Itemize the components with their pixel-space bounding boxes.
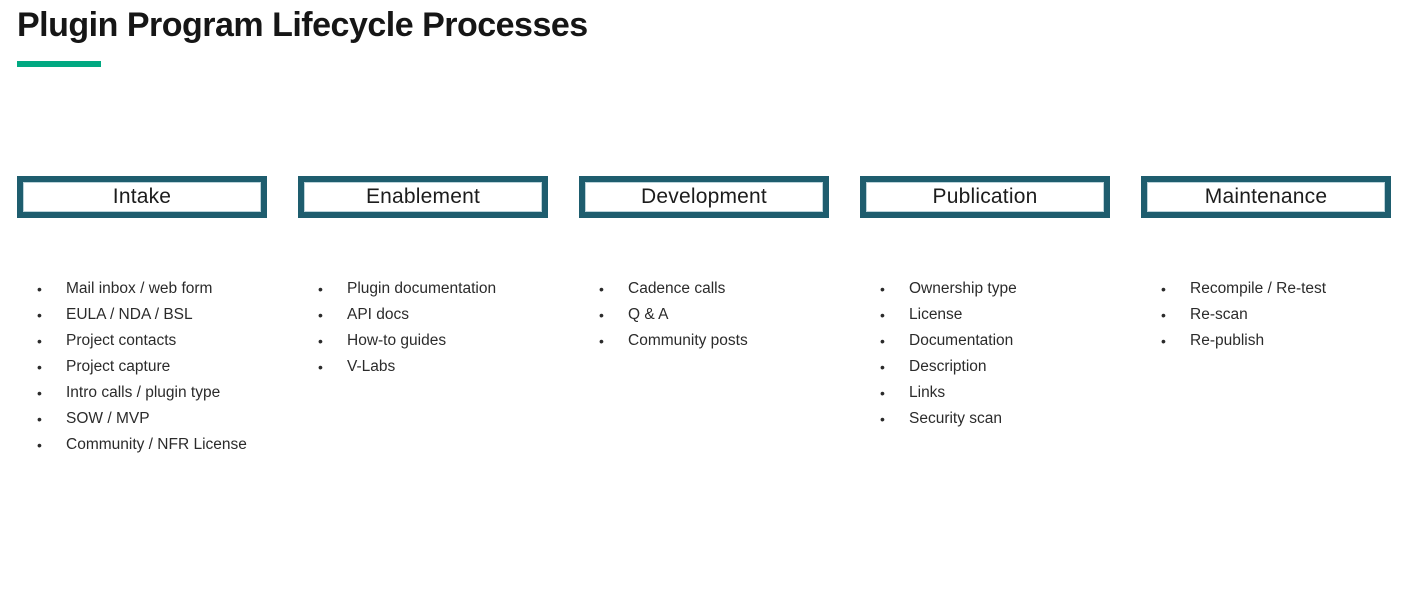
bullet-icon: •: [880, 333, 885, 349]
list-item-label: Community posts: [628, 332, 748, 349]
list-item-label: EULA / NDA / BSL: [66, 306, 193, 323]
list-item: • Re-publish: [1141, 328, 1391, 354]
list-item: • How-to guides: [298, 328, 548, 354]
list-item-label: Documentation: [909, 332, 1014, 349]
list-item: • Links: [860, 380, 1110, 406]
bullet-icon: •: [1161, 307, 1166, 323]
list-item-label: Re-scan: [1190, 306, 1248, 323]
list-item: • Plugin documentation: [298, 276, 548, 302]
list-item-label: Plugin documentation: [347, 280, 497, 297]
bullet-icon: •: [37, 411, 42, 427]
stage-label: Development: [641, 185, 767, 208]
list-item-label: Community / NFR License: [66, 436, 247, 453]
bullet-icon: •: [880, 411, 885, 427]
list-item: • Description: [860, 354, 1110, 380]
list-item: • Cadence calls: [579, 276, 829, 302]
list-item: • Recompile / Re-test: [1141, 276, 1391, 302]
list-item-label: Security scan: [909, 410, 1003, 427]
stage-label: Enablement: [365, 185, 481, 208]
list-item-label: API docs: [347, 306, 410, 323]
list-item-label: Project capture: [66, 358, 171, 375]
process-list-development: • Cadence calls • Q & A • Community posts: [579, 276, 829, 354]
list-item: • License: [860, 302, 1110, 328]
list-item-label: Links: [909, 384, 946, 401]
bullet-icon: •: [37, 359, 42, 375]
stage-box-development: Development: [579, 176, 829, 218]
list-item-label: SOW / MVP: [66, 410, 150, 427]
bullet-icon: •: [599, 281, 604, 297]
bullet-icon: •: [318, 359, 323, 375]
list-item-label: V-Labs: [347, 358, 396, 375]
process-list-enablement: • Plugin documentation • API docs • How-to gu…: [298, 276, 548, 380]
column-intake: Intake • Mail inbox / web form • EULA / NDA…: [17, 176, 267, 458]
bullet-icon: •: [37, 281, 42, 297]
list-item-label: Cadence calls: [628, 280, 726, 297]
list-item: • SOW / MVP: [17, 406, 267, 432]
list-item: • Project contacts: [17, 328, 267, 354]
column-publication: Publication • Ownership type • License • Docu…: [860, 176, 1110, 458]
list-item: • Project capture: [17, 354, 267, 380]
list-item-label: Project contacts: [66, 332, 177, 349]
list-item: • API docs: [298, 302, 548, 328]
bullet-icon: •: [1161, 281, 1166, 297]
stage-box-intake: Intake: [17, 176, 267, 218]
page-title: Plugin Program Lifecycle Processes: [17, 6, 588, 44]
column-enablement: Enablement • Plugin documentation • API doc…: [298, 176, 548, 458]
title-accent-rule: [17, 61, 101, 67]
stage-label: Maintenance: [1204, 185, 1328, 208]
bullet-icon: •: [37, 437, 42, 453]
bullet-icon: •: [318, 307, 323, 323]
list-item: • Ownership type: [860, 276, 1110, 302]
list-item-label: Intro calls / plugin type: [66, 384, 221, 401]
list-item-label: Mail inbox / web form: [66, 280, 213, 297]
lifecycle-columns: Intake • Mail inbox / web form • EULA / NDA…: [17, 176, 1391, 458]
bullet-icon: •: [318, 281, 323, 297]
bullet-icon: •: [37, 385, 42, 401]
list-item-label: Ownership type: [909, 280, 1017, 297]
stage-box-enablement: Enablement: [298, 176, 548, 218]
list-item: • Q & A: [579, 302, 829, 328]
list-item: • Intro calls / plugin type: [17, 380, 267, 406]
list-item: • Security scan: [860, 406, 1110, 432]
bullet-icon: •: [880, 385, 885, 401]
list-item-label: Recompile / Re-test: [1190, 280, 1327, 297]
bullet-icon: •: [599, 307, 604, 323]
bullet-icon: •: [880, 359, 885, 375]
stage-box-publication: Publication: [860, 176, 1110, 218]
column-maintenance: Maintenance • Recompile / Re-test • Re-scan…: [1141, 176, 1391, 458]
list-item-label: How-to guides: [347, 332, 447, 349]
list-item: • Mail inbox / web form: [17, 276, 267, 302]
bullet-icon: •: [1161, 333, 1166, 349]
stage-label: Publication: [932, 185, 1038, 208]
list-item: • Community / NFR License: [17, 432, 267, 458]
list-item-label: Re-publish: [1190, 332, 1265, 349]
bullet-icon: •: [880, 281, 885, 297]
bullet-icon: •: [37, 307, 42, 323]
list-item: • Community posts: [579, 328, 829, 354]
bullet-icon: •: [318, 333, 323, 349]
column-development: Development • Cadence calls • Q & A • Communi…: [579, 176, 829, 458]
stage-box-maintenance: Maintenance: [1141, 176, 1391, 218]
process-list-maintenance: • Recompile / Re-test • Re-scan • Re-publish: [1141, 276, 1391, 354]
process-list-intake: •Mail inbox / web form•EULA / NDA / BSL•…: [17, 276, 267, 458]
list-item: • EULA / NDA / BSL: [17, 302, 267, 328]
list-item-label: License: [909, 306, 963, 323]
bullet-icon: •: [880, 307, 885, 323]
bullet-icon: •: [599, 333, 604, 349]
bullet-icon: •: [37, 333, 42, 349]
stage-label: Intake: [112, 185, 172, 208]
list-item: • Documentation: [860, 328, 1110, 354]
list-item: • V-Labs: [298, 354, 548, 380]
process-list-publication: • Ownership type • License • Documentation • De…: [860, 276, 1110, 432]
list-item-label: Q & A: [628, 306, 669, 323]
list-item: • Re-scan: [1141, 302, 1391, 328]
list-item-label: Description: [909, 358, 987, 375]
